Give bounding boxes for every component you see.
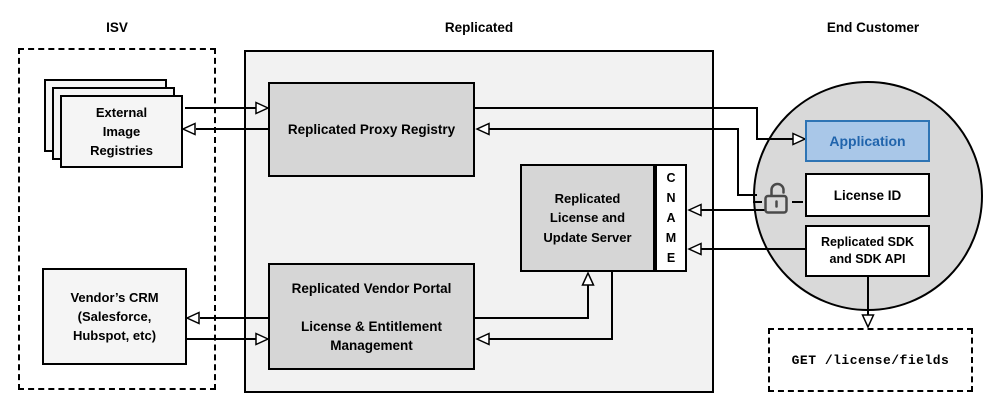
arrowhead-into-application bbox=[792, 132, 807, 146]
section-label-isv: ISV bbox=[106, 20, 128, 35]
license-id-node: License ID bbox=[805, 173, 930, 217]
application-label: Application bbox=[829, 133, 906, 149]
external-image-registries-node: External Image Registries bbox=[60, 95, 183, 168]
cname-label: C N A M E bbox=[665, 171, 677, 265]
application-node: Application bbox=[805, 120, 930, 162]
replicated-sdk-label: Replicated SDK and SDK API bbox=[820, 235, 915, 266]
cname-node: C N A M E bbox=[655, 164, 687, 272]
connector-portal-to-licenseserver bbox=[475, 285, 589, 319]
arrowhead-into-cname-bottom bbox=[687, 242, 702, 256]
arrowhead-into-crm bbox=[185, 311, 200, 325]
arrowhead-into-get bbox=[861, 314, 875, 329]
connector-proxy-to-application bbox=[475, 107, 794, 140]
vendor-portal-node: Replicated Vendor Portal License & Entit… bbox=[268, 263, 475, 370]
license-update-server-node: Replicated License and Update Server bbox=[520, 164, 655, 272]
arrowhead-into-portal-left bbox=[255, 332, 270, 346]
arrowhead-into-proxy bbox=[255, 101, 270, 115]
arrowhead-into-registries bbox=[181, 122, 196, 136]
section-label-end-customer: End Customer bbox=[826, 20, 920, 35]
replicated-sdk-node: Replicated SDK and SDK API bbox=[805, 225, 930, 277]
vendor-crm-label: Vendor’s CRM (Salesforce, Hubspot, etc) bbox=[70, 290, 159, 343]
unlock-icon bbox=[764, 182, 788, 214]
arrowhead-into-licenseserver bbox=[581, 271, 595, 286]
section-label-replicated: Replicated bbox=[444, 20, 514, 35]
license-id-label: License ID bbox=[833, 187, 902, 203]
connector-license-to-proxy bbox=[489, 128, 757, 196]
vendor-crm-node: Vendor’s CRM (Salesforce, Hubspot, etc) bbox=[42, 268, 187, 365]
license-update-server-label: Replicated License and Update Server bbox=[543, 190, 632, 245]
proxy-registry-label: Replicated Proxy Registry bbox=[287, 122, 456, 137]
arrowhead-into-proxy-right bbox=[475, 122, 490, 136]
get-license-fields-label: GET /license/fields bbox=[791, 352, 950, 368]
arrowhead-into-portal-right bbox=[475, 332, 490, 346]
arrowhead-into-cname-top bbox=[687, 203, 702, 217]
get-license-fields-node: GET /license/fields bbox=[768, 328, 973, 392]
vendor-portal-label: Replicated Vendor Portal License & Entit… bbox=[291, 280, 452, 353]
external-image-registries-label: External Image Registries bbox=[90, 105, 153, 158]
connector-licenseserver-to-portal bbox=[489, 272, 613, 340]
proxy-registry-node: Replicated Proxy Registry bbox=[268, 82, 475, 177]
